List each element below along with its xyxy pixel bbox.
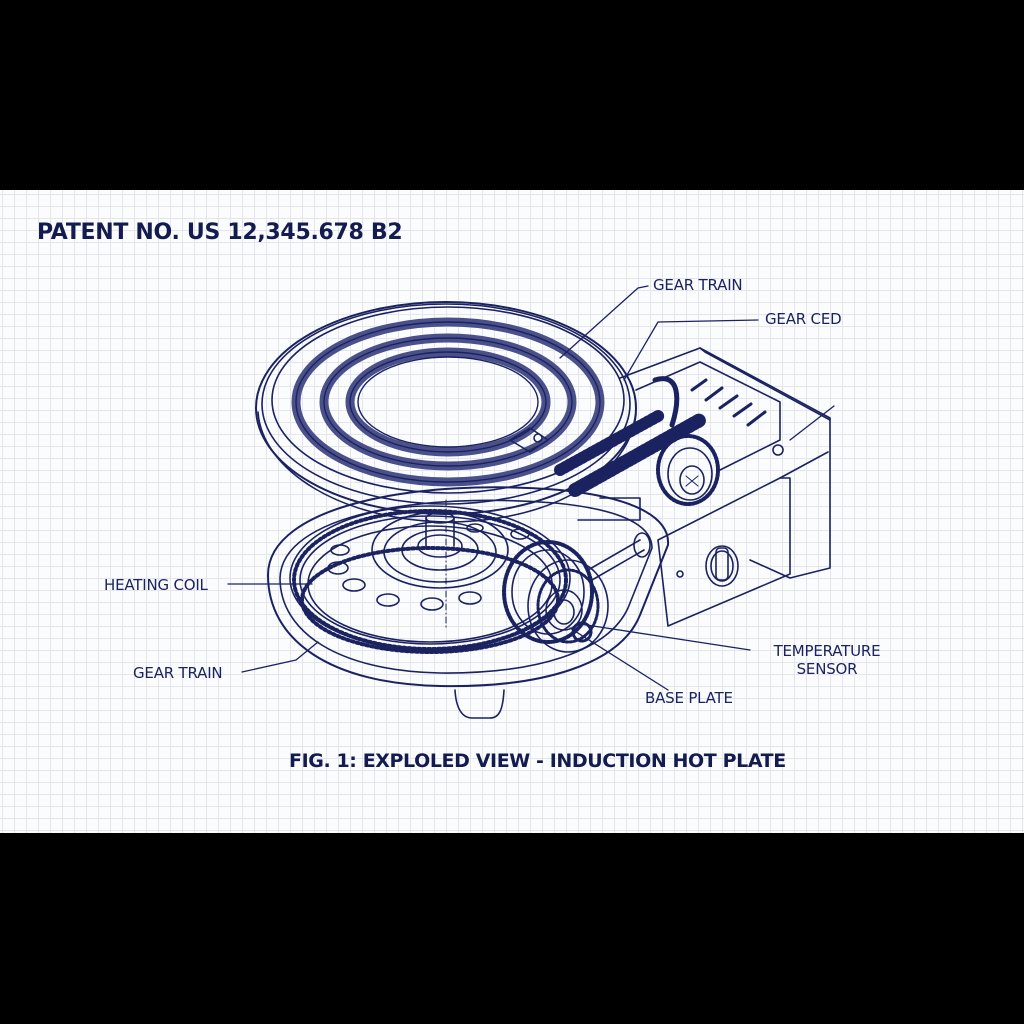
letterbox-bottom (0, 833, 1024, 1024)
callout-temperature-sensor: TEMPERATURE SENSOR (765, 642, 889, 678)
callout-gear-ced: GEAR CED (765, 310, 842, 328)
control-housing (619, 347, 831, 627)
leader-lines (227, 285, 835, 691)
figure-caption: FIG. 1: EXPLOLED VIEW - INDUCTION HOT PL… (289, 750, 786, 772)
heating-coil-plate (255, 301, 637, 523)
patent-number-title: PATENT NO. US 12,345.678 B2 (37, 220, 403, 245)
callout-temperature-sensor-line1: TEMPERATURE (773, 642, 881, 660)
small-gear-cluster (502, 497, 651, 653)
callout-gear-train-bottom: GEAR TRAIN (133, 664, 223, 682)
callout-temperature-sensor-line2: SENSOR (796, 660, 858, 678)
large-ring-gear (289, 505, 571, 654)
mid-gear (656, 434, 720, 506)
patent-drawing-sheet: PATENT NO. US 12,345.678 B2 (0, 190, 1024, 833)
callout-base-plate: BASE PLATE (645, 689, 733, 707)
callout-heating-coil: HEATING COIL (104, 576, 208, 594)
letterbox-top (0, 0, 1024, 190)
hot-plate-exploded-illustration (227, 285, 835, 719)
coil-springs (554, 409, 707, 497)
callout-gear-train-top: GEAR TRAIN (653, 276, 743, 294)
